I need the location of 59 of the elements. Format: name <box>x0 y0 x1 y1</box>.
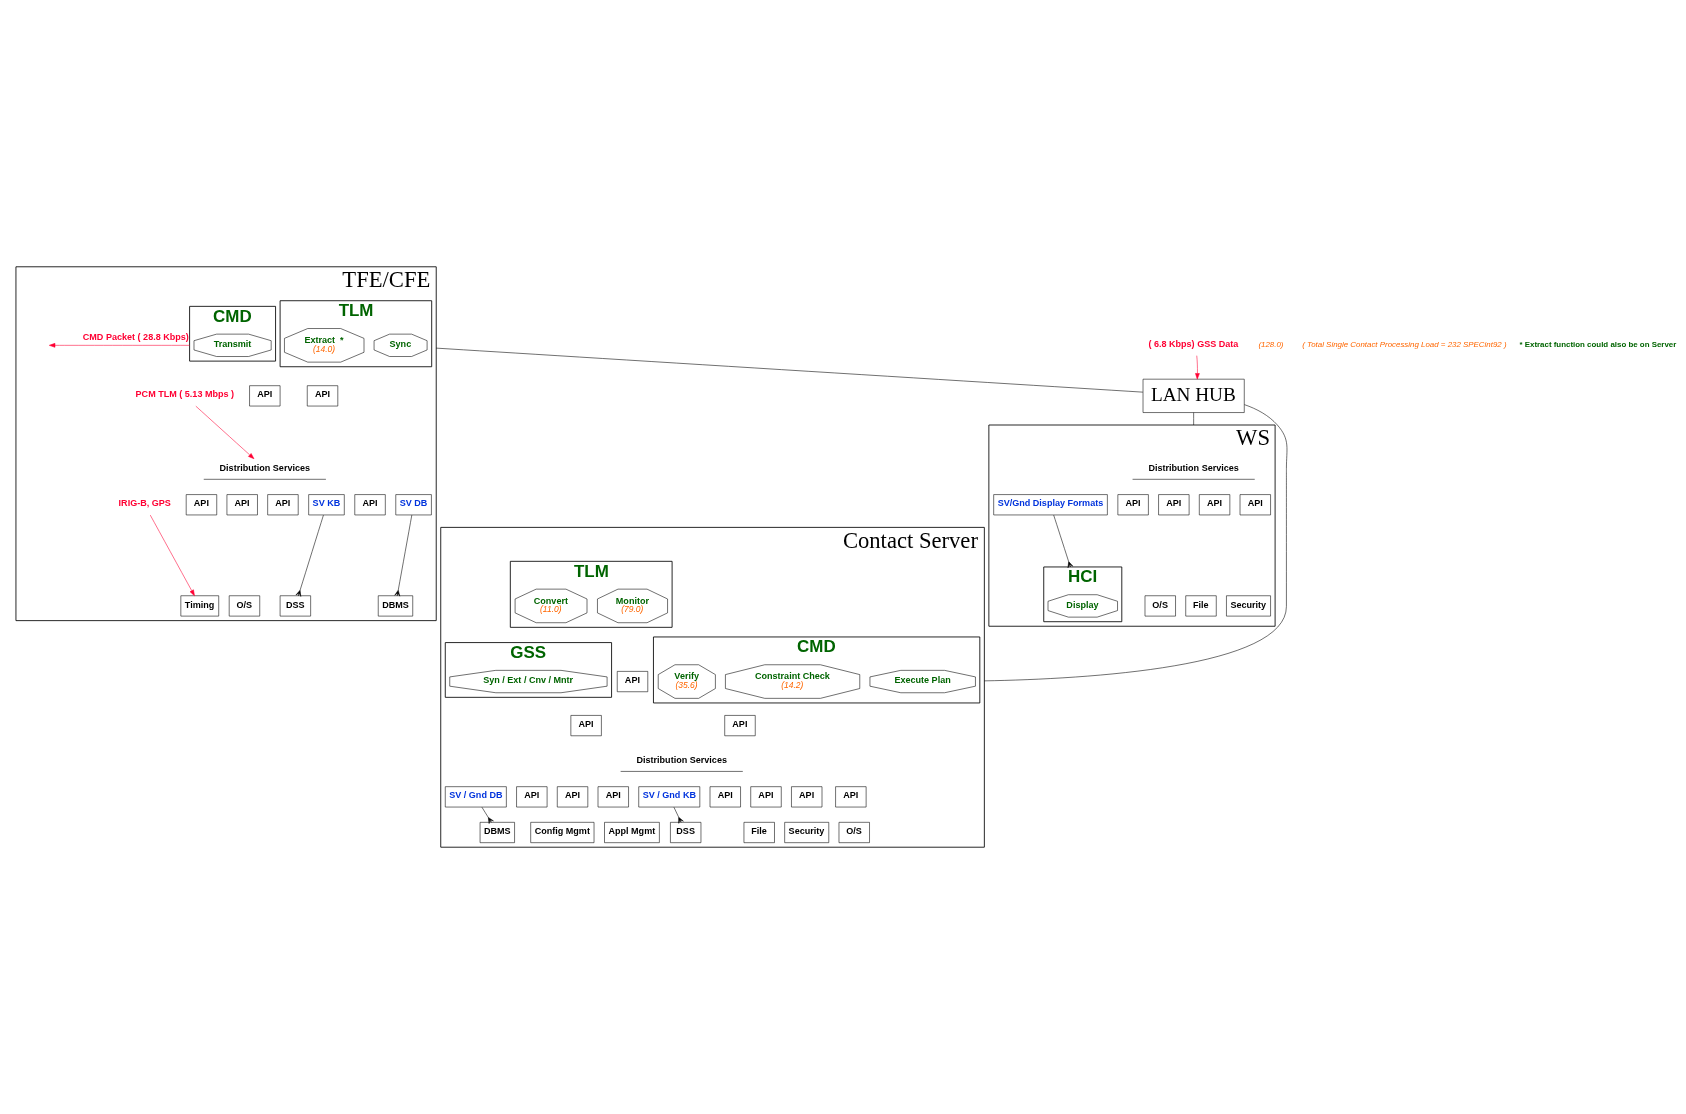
node-box: API <box>266 494 298 516</box>
arrow <box>149 514 195 596</box>
node-box: API <box>248 385 280 407</box>
node-box: API <box>1117 494 1149 516</box>
node-box: API <box>570 715 602 737</box>
node-box: O/S <box>228 595 260 617</box>
node-box: API <box>306 385 338 407</box>
node-box: API <box>1198 494 1230 516</box>
node-box: O/S <box>1144 595 1176 617</box>
node-box: LAN HUB <box>1142 378 1245 413</box>
node-box: API <box>226 494 258 516</box>
node-box: API <box>834 786 866 808</box>
node-box: API <box>749 786 782 808</box>
node-box: API <box>616 671 648 693</box>
connector <box>393 514 412 597</box>
node-box: API <box>185 494 217 516</box>
node-box: API <box>1239 494 1271 516</box>
node-box: SV / Gnd DB <box>444 786 507 808</box>
node-text: ( 6.8 Kbps) GSS Data <box>1147 338 1238 349</box>
node-text: PCM TLM ( 5.13 Mbps ) <box>135 389 234 400</box>
node-box: SV DB <box>395 494 432 516</box>
arrow <box>195 405 254 460</box>
node-box: API <box>354 494 386 516</box>
node-box: DBMS <box>377 595 413 617</box>
node-box: Timing <box>180 595 219 617</box>
node-box: API <box>1157 494 1189 516</box>
arrow <box>48 343 190 348</box>
node-box: DBMS <box>479 822 515 843</box>
connector <box>295 514 324 597</box>
node-box: O/S <box>838 822 870 843</box>
node-box: File <box>1184 595 1217 617</box>
node-text: Distribution Services <box>219 462 310 473</box>
node-box: DSS <box>669 822 701 843</box>
connector <box>673 806 684 824</box>
node-box: API <box>723 715 756 737</box>
node-box: SV KB <box>307 494 345 516</box>
node-box: DSS <box>279 595 311 617</box>
connector <box>435 347 1143 393</box>
node-box: File <box>743 822 775 843</box>
connector <box>983 404 1287 682</box>
node-box: API <box>556 786 588 808</box>
node-box: SV / Gnd KB <box>637 786 700 808</box>
node-box: API <box>597 786 629 808</box>
connector <box>1052 514 1073 569</box>
connector <box>481 806 494 824</box>
node-text: Distribution Services <box>635 754 727 765</box>
arrow <box>1194 355 1200 380</box>
node-box: SV/Gnd Display Formats <box>992 494 1108 516</box>
node-box: API <box>709 786 741 808</box>
node-box: API <box>515 786 547 808</box>
node-box: Security <box>783 822 829 843</box>
node-box: Appl Mgmt <box>603 822 660 843</box>
node-box: Config Mgmt <box>529 822 594 843</box>
node-text: IRIG-B, GPS <box>118 498 171 509</box>
node-box: API <box>790 786 822 808</box>
edge-label: CMD Packet ( 28.8 Kbps) <box>82 332 189 343</box>
node-box: Security <box>1225 595 1271 617</box>
node-text: Distribution Services <box>1147 462 1239 473</box>
connector <box>1192 412 1194 426</box>
